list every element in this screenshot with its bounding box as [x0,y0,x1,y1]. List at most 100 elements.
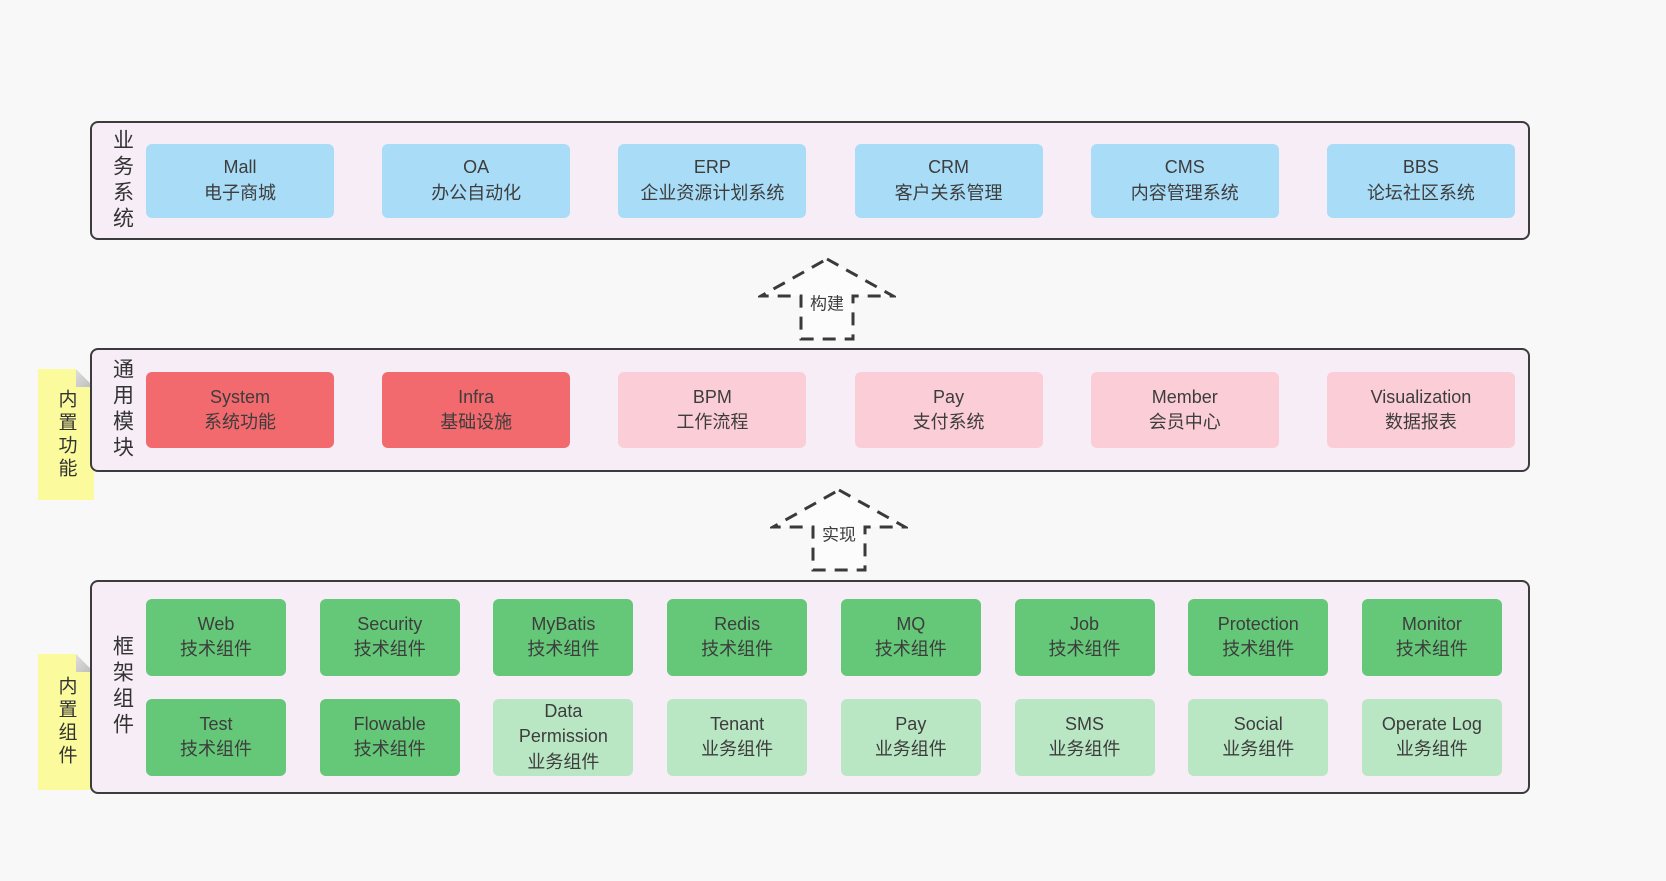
box-subtitle: 基础设施 [440,412,513,432]
box-subtitle: 技术组件 [1048,639,1121,659]
box-erp: ERP 企业资源计划系统 [618,143,807,218]
box-subtitle: 内容管理系统 [1130,182,1239,203]
box-title: Social [1233,713,1283,734]
build-arrow: 构建 [758,256,896,342]
box-mybatis: MyBatis 技术组件 [493,598,634,676]
box-title: MyBatis [531,613,596,634]
box-bbs: BBS 论坛社区系统 [1326,143,1515,218]
box-crm: CRM 客户关系管理 [854,143,1043,218]
framework-components-layer: 框架组件 Web 技术组件 Security 技术组件 MyBatis 技术组件… [90,580,1530,794]
box-subtitle: 业务组件 [1048,739,1121,759]
box-pay-component: Pay 业务组件 [840,698,981,776]
box-subtitle: 业务组件 [701,739,774,759]
layer-label-text: 业务系统 [110,128,134,233]
box-web: Web 技术组件 [146,598,286,676]
box-title: Test [199,713,233,734]
sticky-note-label: 内置功能 [55,388,77,481]
box-title: Tenant [710,713,765,734]
box-title: System [209,386,270,407]
box-subtitle: 技术组件 [527,639,600,659]
box-title: Job [1070,613,1100,634]
box-flowable: Flowable 技术组件 [319,698,460,776]
box-title: SMS [1065,713,1105,734]
box-social: Social 业务组件 [1188,698,1329,776]
layer-label-business-systems: 业务系统 [98,129,146,233]
box-title: Flowable [353,713,426,734]
sticky-note-builtin-components: 内置组件 [38,654,94,790]
box-protection: Protection 技术组件 [1188,598,1329,676]
business-systems-layer: 业务系统 Mall 电子商城 OA 办公自动化 ERP 企业资源计划系统 CRM… [90,121,1530,240]
box-system: System 系统功能 [146,372,334,448]
box-title: Web [197,613,235,634]
box-subtitle: 业务组件 [1222,739,1295,759]
box-subtitle: 技术组件 [353,739,426,759]
box-subtitle: 工作流程 [676,412,749,432]
box-mq: MQ 技术组件 [840,598,981,676]
box-title: CRM [928,157,970,178]
layer-label-common-modules: 通用模块 [98,358,146,462]
box-infra: Infra 基础设施 [382,372,571,448]
box-title: OA [463,157,490,178]
framework-components-row-2: Test 技术组件 Flowable 技术组件 Data Permission … [146,698,1502,776]
box-security: Security 技术组件 [319,598,460,676]
box-redis: Redis 技术组件 [667,598,808,676]
layer-label-text: 通用模块 [110,358,134,462]
box-title: Protection [1217,613,1299,634]
layer-label-framework-components: 框架组件 [98,635,146,739]
build-arrow-label: 构建 [807,288,847,316]
box-title: Member [1151,386,1218,407]
box-title: Operate Log [1381,713,1482,734]
common-modules-row: System 系统功能 Infra 基础设施 BPM 工作流程 Pay 支付系统… [146,372,1515,448]
framework-components-rows: Web 技术组件 Security 技术组件 MyBatis 技术组件 Redi… [146,598,1515,776]
box-subtitle: 系统功能 [204,412,276,432]
box-title: Pay [895,713,927,734]
box-member: Member 会员中心 [1090,372,1279,448]
box-subtitle: 技术组件 [1395,639,1468,659]
box-subtitle: 技术组件 [701,639,774,659]
framework-components-row-1: Web 技术组件 Security 技术组件 MyBatis 技术组件 Redi… [146,598,1502,676]
box-subtitle: 客户关系管理 [894,182,1003,203]
implement-arrow-label: 实现 [819,519,859,547]
box-test: Test 技术组件 [146,698,286,776]
box-subtitle: 技术组件 [874,639,947,659]
box-pay-system: Pay 支付系统 [854,372,1043,448]
box-bpm: BPM 工作流程 [618,372,807,448]
box-title: ERP [693,157,731,178]
box-job: Job 技术组件 [1014,598,1155,676]
box-subtitle: 数据报表 [1384,412,1457,432]
box-subtitle: 会员中心 [1148,412,1221,432]
box-tenant: Tenant 业务组件 [667,698,808,776]
box-title: Data Permission [518,701,608,747]
box-subtitle: 企业资源计划系统 [640,182,785,203]
box-subtitle: 电子商城 [204,182,276,203]
box-monitor: Monitor 技术组件 [1361,598,1502,676]
common-modules-layer: 通用模块 System 系统功能 Infra 基础设施 BPM 工作流程 Pay… [90,348,1530,472]
box-subtitle: 业务组件 [874,739,947,759]
box-visualization: Visualization 数据报表 [1326,372,1515,448]
box-subtitle: 技术组件 [180,639,252,659]
sticky-note-label: 内置组件 [55,676,77,768]
sticky-note-builtin-functions: 内置功能 [38,369,94,500]
box-title: BBS [1402,157,1439,178]
business-systems-row: Mall 电子商城 OA 办公自动化 ERP 企业资源计划系统 CRM 客户关系… [146,143,1515,218]
box-operate-log: Operate Log 业务组件 [1361,698,1502,776]
box-subtitle: 办公自动化 [431,182,522,203]
box-subtitle: 技术组件 [1222,639,1295,659]
box-subtitle: 业务组件 [1395,739,1468,759]
box-title: Redis [714,613,761,634]
box-title: BPM [692,386,732,407]
box-subtitle: 技术组件 [180,739,252,759]
box-title: Monitor [1401,613,1462,634]
box-title: Visualization [1370,386,1472,407]
box-title: CMS [1164,157,1205,178]
layer-label-text: 框架组件 [110,635,134,739]
box-title: Security [357,613,423,634]
box-title: MQ [896,613,926,634]
box-title: Infra [458,386,495,407]
box-mall: Mall 电子商城 [146,143,334,218]
box-sms: SMS 业务组件 [1014,698,1155,776]
box-oa: OA 办公自动化 [382,143,571,218]
box-subtitle: 业务组件 [527,751,600,772]
implement-arrow: 实现 [770,487,908,573]
